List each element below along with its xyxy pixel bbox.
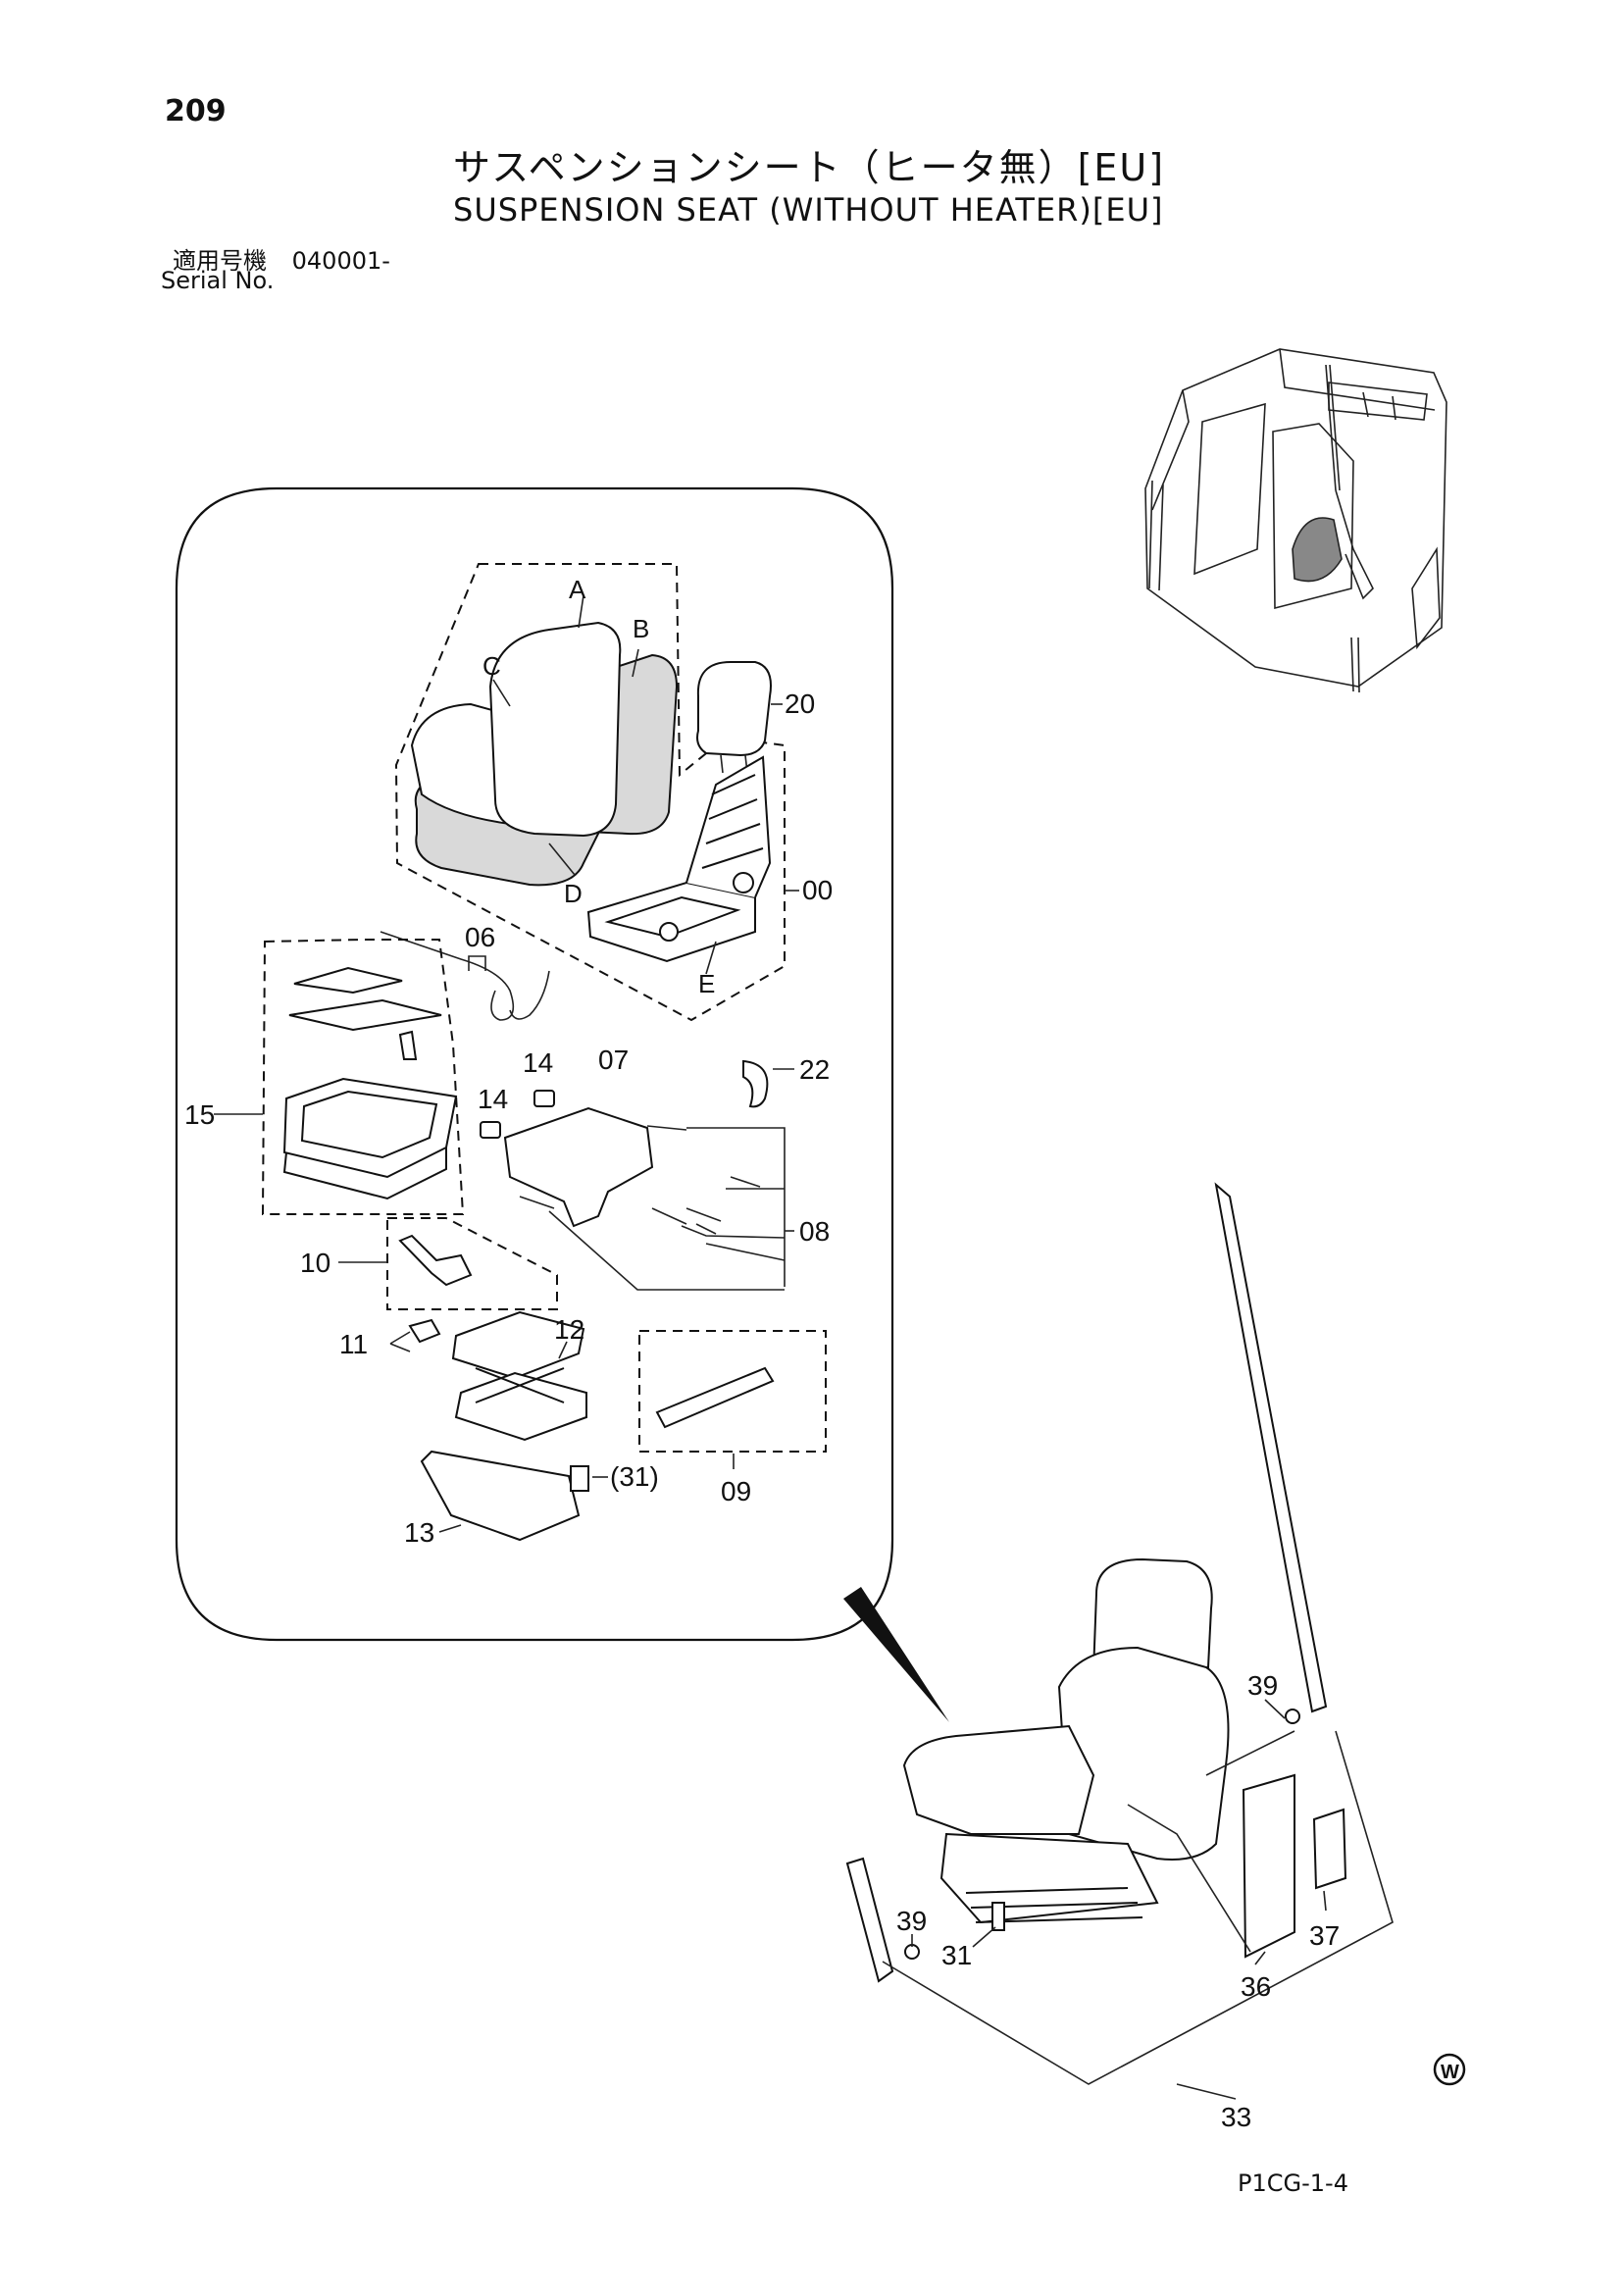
rail-kit-boundary [261, 939, 465, 1215]
callout-00: 00 [802, 875, 833, 905]
callout-36: 36 [1241, 1971, 1271, 2002]
seat-assembly-boundary [394, 563, 786, 1022]
page-title-english: SUSPENSION SEAT (WITHOUT HEATER)[EU] [453, 191, 1164, 229]
washer-39-right [1285, 1709, 1300, 1724]
seat-belt-anchor-left [845, 1857, 894, 1983]
callout-D: D [564, 879, 583, 908]
callout-39-right: 39 [1247, 1670, 1278, 1701]
callout-07: 07 [598, 1045, 629, 1075]
callout-33: 33 [1221, 2102, 1251, 2132]
serial-value: 040001- [291, 247, 390, 275]
cab-illustration [1144, 348, 1447, 693]
callout-22: 22 [799, 1054, 830, 1085]
page-title-japanese: サスペンションシート（ヒータ無）[EU] [453, 146, 1166, 189]
callout-20: 20 [785, 689, 815, 719]
detail-pointer [843, 1587, 949, 1722]
callout-39-left: 39 [896, 1906, 927, 1936]
springs-part-08 [519, 1125, 761, 1235]
bumper-14-right [533, 1090, 555, 1107]
detail-frame [175, 486, 894, 1642]
callout-13: 13 [404, 1517, 434, 1548]
scissor-mechanism-12 [451, 1310, 587, 1442]
serial-number-row: 適用号機 040001- [173, 241, 390, 276]
svg-text:W: W [1441, 2062, 1459, 2083]
base-frame [282, 1077, 458, 1200]
seat-rails [288, 966, 442, 1060]
damper-part-10 [398, 1234, 473, 1287]
callout-37: 37 [1309, 1920, 1340, 1951]
seat-frame [586, 755, 772, 963]
shock-kit-boundary [638, 1330, 827, 1453]
clip-part-22 [742, 1059, 769, 1108]
bolt-part-31-detail [570, 1465, 589, 1492]
damper-kit-boundary [386, 1217, 558, 1310]
bumper-14-left [480, 1121, 501, 1139]
headrest [696, 661, 772, 757]
assembled-seat [902, 1557, 1230, 1924]
callout-C: C [482, 651, 501, 681]
callout-14-right: 14 [523, 1047, 553, 1078]
callout-10: 10 [300, 1248, 330, 1278]
callout-31-assembled: 31 [941, 1940, 972, 1970]
callout-11: 11 [339, 1329, 368, 1359]
callout-12: 12 [554, 1314, 584, 1345]
w-mark-icon: W [1433, 2053, 1466, 2086]
callout-09: 09 [721, 1476, 751, 1506]
callout-06: 06 [465, 922, 495, 952]
bracket-part-07 [503, 1106, 654, 1228]
serial-label-japanese: 適用号機 [173, 247, 267, 275]
callout-14-left: 14 [478, 1084, 508, 1114]
callout-08: 08 [799, 1216, 830, 1247]
side-cover-37 [1312, 1808, 1347, 1890]
serial-label-english: Serial No. [161, 267, 275, 294]
leader-lines [214, 594, 1394, 2100]
page-number: 209 [165, 94, 227, 128]
nut-part-11 [408, 1318, 441, 1344]
bolt-31-assembled [991, 1902, 1005, 1931]
callout-31-detail: (31) [610, 1461, 659, 1492]
cable-part-06 [380, 931, 550, 1021]
side-cover-36 [1242, 1773, 1295, 1959]
callout-labels: A B C D E 20 00 06 22 14 14 07 15 08 10 … [184, 575, 1340, 2132]
seat-belt-anchor-right [1214, 1182, 1328, 1713]
callout-A: A [569, 575, 586, 604]
drawing-code: P1CG-1-4 [1238, 2169, 1348, 2197]
shock-absorber-09 [655, 1366, 775, 1429]
lever-part-13 [420, 1450, 581, 1542]
callout-E: E [698, 969, 715, 998]
backrest [488, 621, 622, 838]
callout-B: B [633, 614, 649, 643]
callout-15: 15 [184, 1099, 215, 1130]
washer-39-left [904, 1944, 920, 1960]
